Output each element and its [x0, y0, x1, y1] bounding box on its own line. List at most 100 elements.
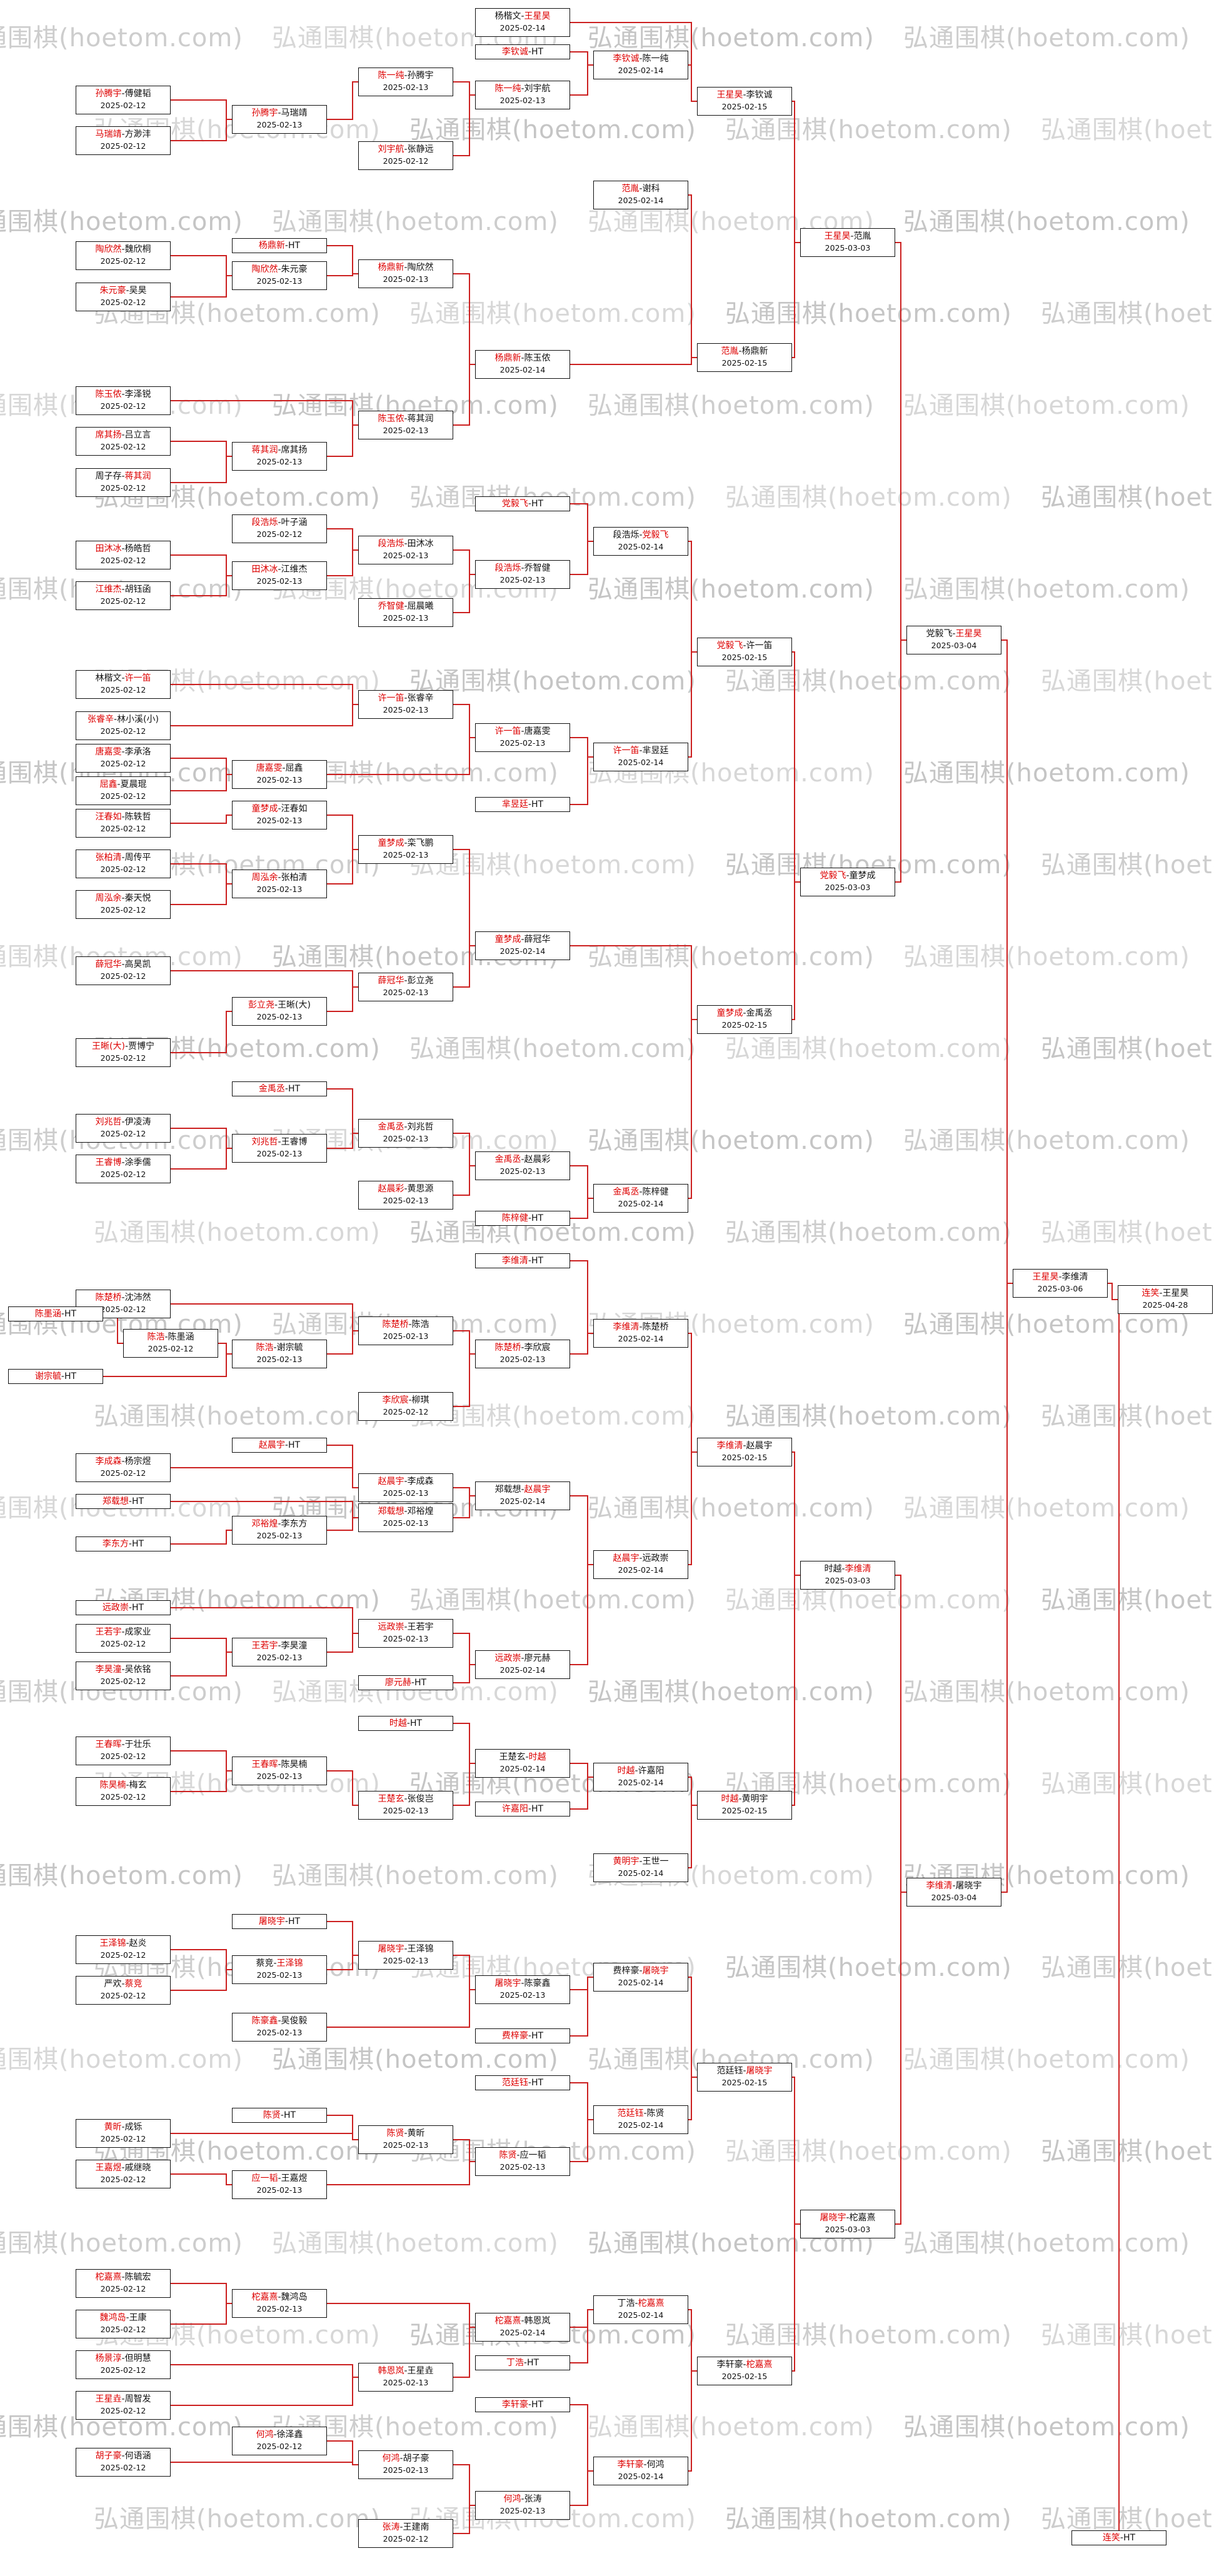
match-node[interactable]: 陈墨涵-HT: [8, 1306, 103, 1321]
match-node[interactable]: 杨鼎新-HT: [232, 238, 327, 253]
match-node[interactable]: 李轩豪-HT: [475, 2397, 570, 2412]
match-node[interactable]: 李东方-HT: [76, 1536, 171, 1551]
match-node[interactable]: 时越-HT: [358, 1716, 453, 1731]
match-node[interactable]: 彭立尧-王晰(大)2025-02-13: [232, 997, 327, 1026]
match-node[interactable]: 金禹丞-HT: [232, 1081, 327, 1096]
match-node[interactable]: 廖元赫-HT: [358, 1675, 453, 1690]
match-node[interactable]: 党毅飞-HT: [475, 496, 570, 511]
match-node[interactable]: 赵晨宇-HT: [232, 1438, 327, 1453]
match-node[interactable]: 郑载想-HT: [76, 1494, 171, 1509]
match-node[interactable]: 丁浩-HT: [475, 2355, 570, 2370]
match-node[interactable]: 连笑-HT: [1071, 2530, 1166, 2545]
match-node[interactable]: 陈梓健-HT: [475, 1211, 570, 1226]
match-node[interactable]: 屠晓宇-HT: [232, 1914, 327, 1929]
